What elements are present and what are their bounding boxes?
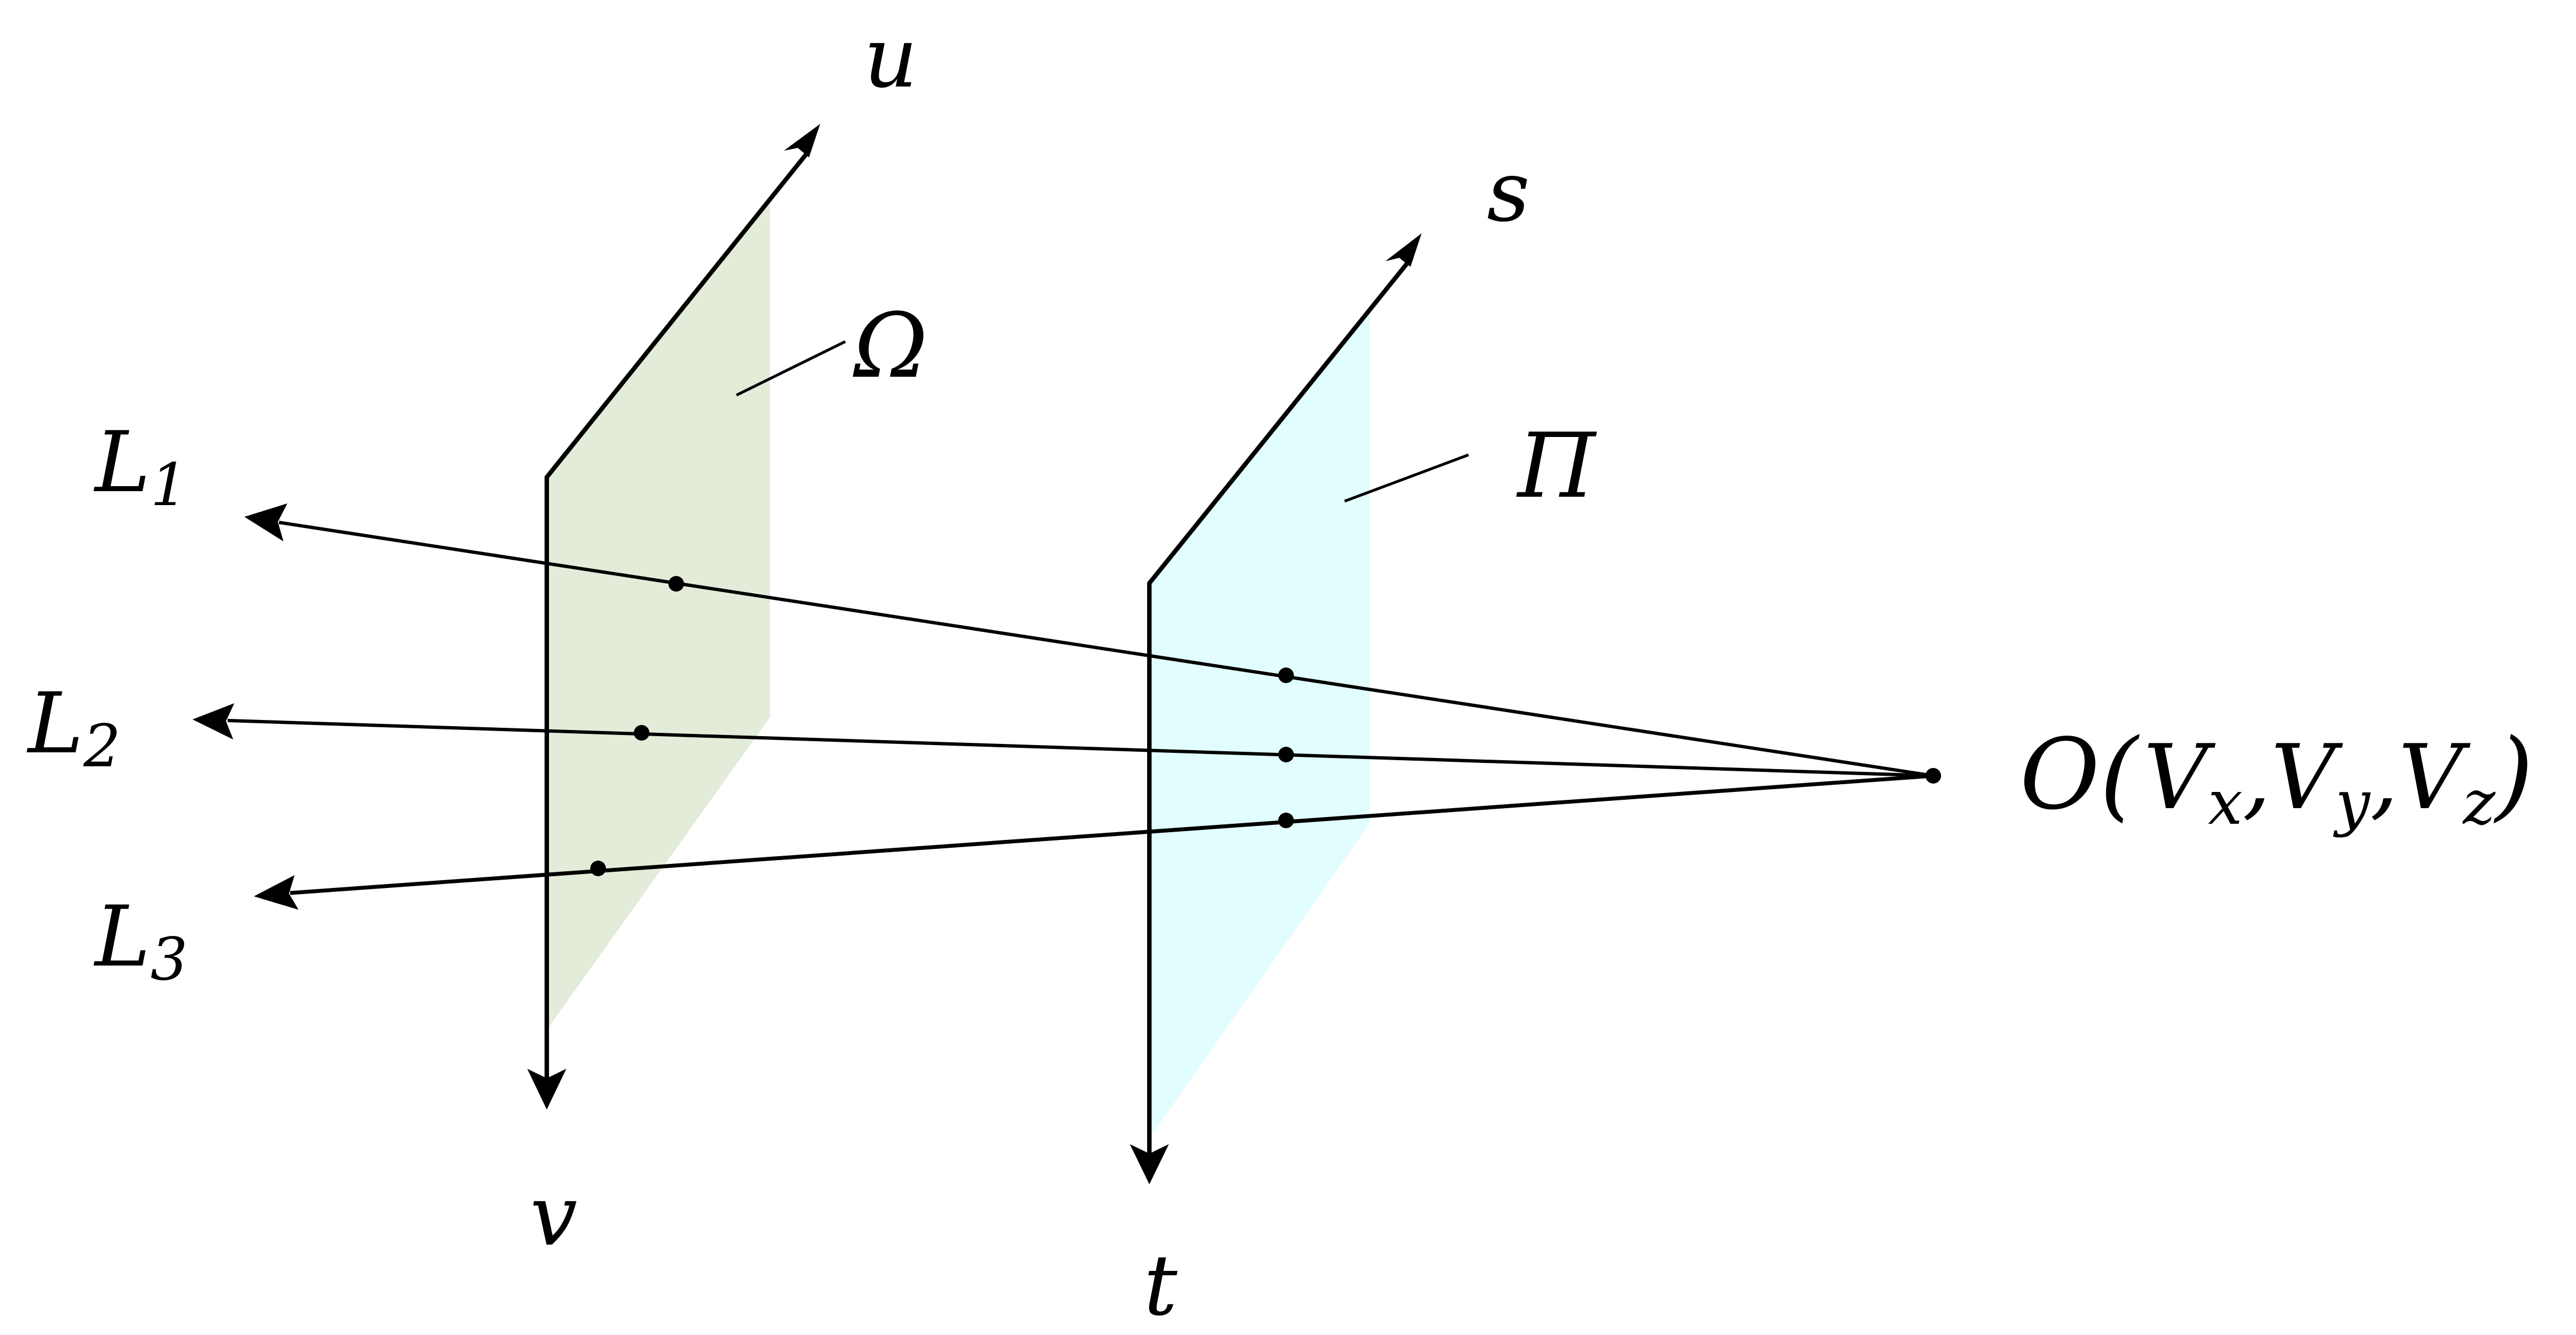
point-l1-omega bbox=[668, 576, 684, 592]
omega-plane-label: Ω bbox=[853, 294, 928, 398]
ray-l3 bbox=[290, 774, 1934, 895]
pi-plane bbox=[1149, 313, 1370, 1139]
ray-l1-arrowhead bbox=[244, 503, 287, 541]
ray-l3-arrowhead bbox=[254, 875, 298, 910]
s-axis-label: s bbox=[1487, 143, 1530, 241]
ray-l2-arrowhead bbox=[192, 703, 234, 739]
ray-l3-label: L3 bbox=[93, 889, 187, 993]
origin-label: O(Vx,Vy,Vz) bbox=[2020, 718, 2534, 838]
ray-l2-label: L2 bbox=[26, 675, 121, 780]
point-l2-pi bbox=[1278, 747, 1294, 762]
t-axis-arrowhead bbox=[1130, 1144, 1169, 1184]
point-l2-omega bbox=[634, 725, 649, 741]
v-axis-arrowhead bbox=[527, 1069, 566, 1110]
ray-l1 bbox=[278, 521, 1934, 777]
point-l3-pi bbox=[1278, 813, 1294, 828]
s-axis bbox=[1147, 256, 1414, 1155]
s-axis-arrowhead bbox=[1385, 233, 1422, 267]
u-axis bbox=[545, 149, 811, 1080]
pi-leader-line bbox=[1344, 453, 1469, 503]
v-axis-label: v bbox=[530, 1168, 577, 1265]
point-l3-omega bbox=[590, 861, 606, 876]
point-origin bbox=[1925, 768, 1941, 784]
pi-plane-label: Π bbox=[1516, 414, 1597, 518]
u-axis-arrowhead bbox=[784, 124, 820, 157]
omega-plane bbox=[547, 201, 770, 1030]
u-axis-label: u bbox=[864, 9, 918, 107]
omega-leader-line bbox=[735, 340, 846, 397]
point-l1-pi bbox=[1278, 668, 1294, 683]
t-axis-label: t bbox=[1144, 1237, 1178, 1334]
ray-l2 bbox=[227, 719, 1934, 777]
ray-l1-label: L1 bbox=[93, 414, 187, 519]
